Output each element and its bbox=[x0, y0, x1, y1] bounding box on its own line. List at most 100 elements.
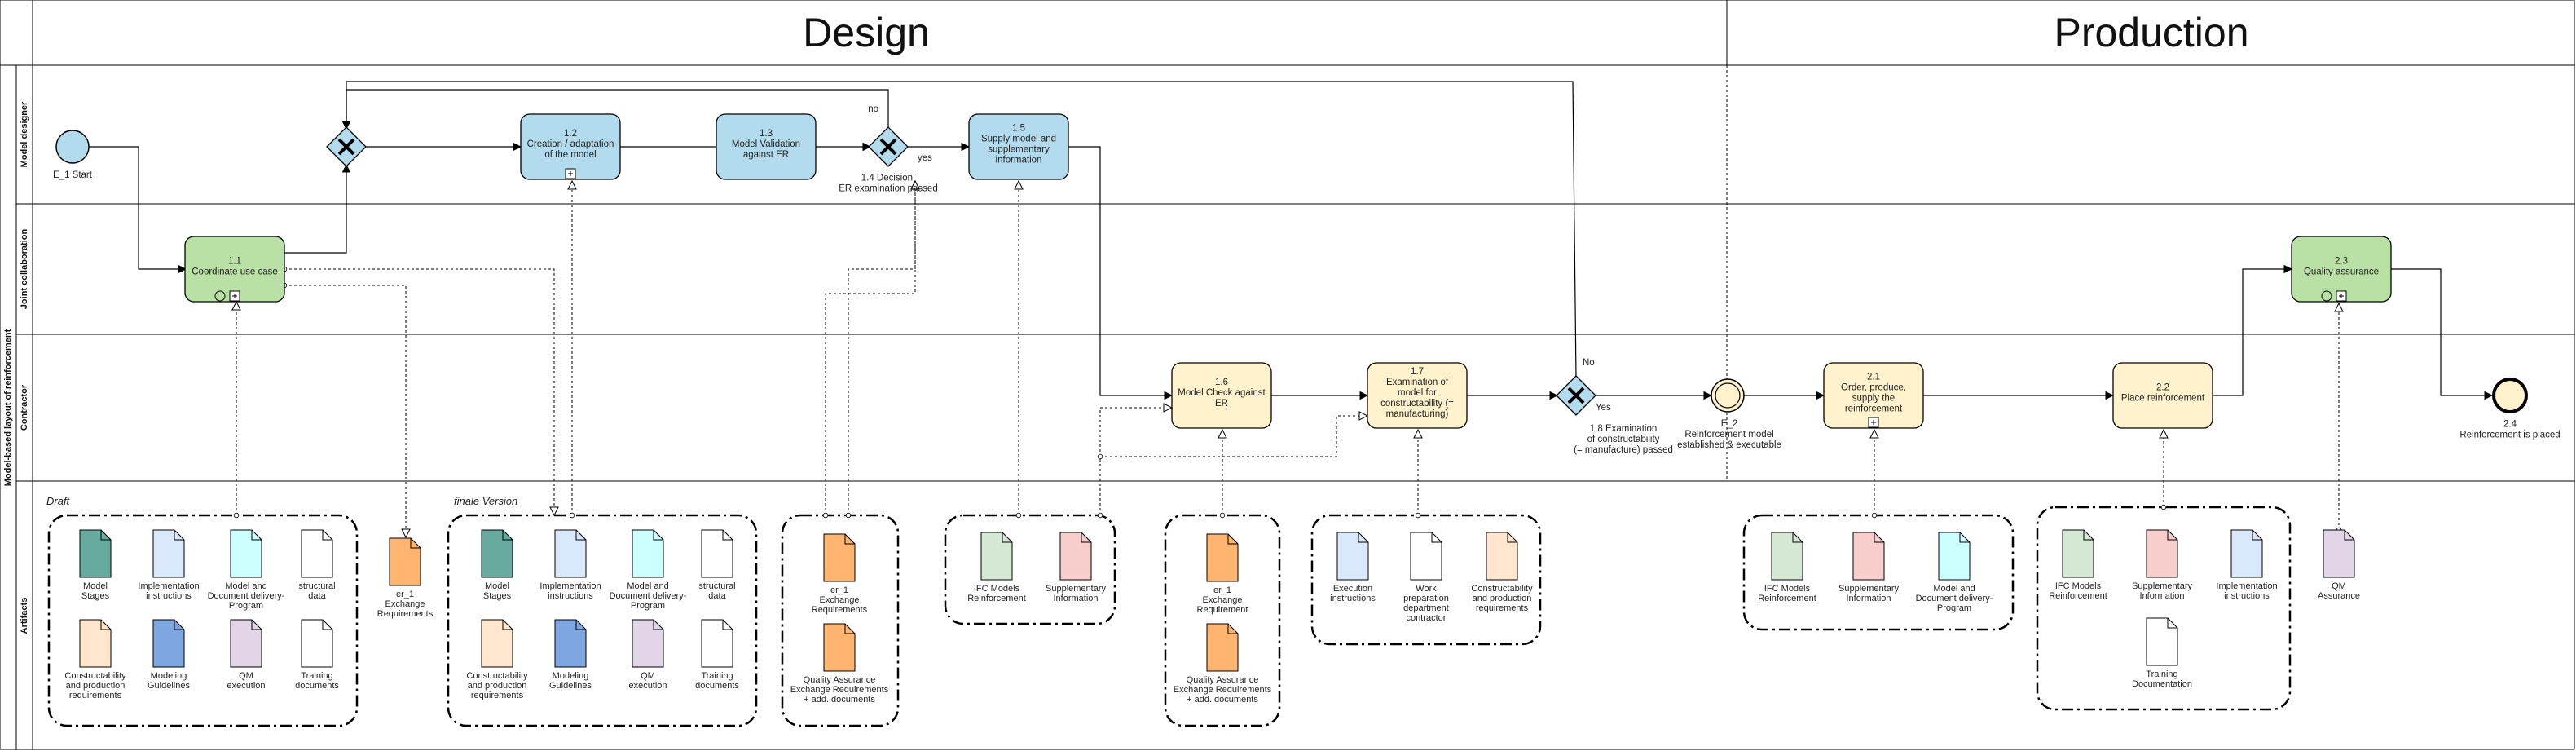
document-label-line: Implementation bbox=[539, 581, 601, 591]
document-label-line: Assurance bbox=[2318, 591, 2360, 601]
document-label-line: Information bbox=[1846, 594, 1891, 603]
document-icon bbox=[389, 537, 421, 586]
intermediate-event-label-line: Reinforcement model bbox=[1684, 430, 1773, 440]
document-label-line: Requirement bbox=[1197, 605, 1248, 615]
document-label-line: Supplementary bbox=[2132, 581, 2192, 591]
document-fold bbox=[1507, 532, 1517, 543]
document-label-line: and production bbox=[66, 681, 125, 691]
task-box bbox=[1823, 362, 1924, 429]
task-label-line: Coordinate use case bbox=[192, 267, 277, 277]
plus-icon bbox=[232, 294, 237, 298]
document-icon bbox=[301, 619, 333, 668]
document-fold bbox=[653, 530, 663, 541]
document-label-line: and production bbox=[1473, 594, 1532, 603]
start-event-circle bbox=[55, 130, 90, 164]
document-label-line: Document delivery- bbox=[1916, 594, 1993, 603]
document-icon bbox=[1336, 532, 1369, 581]
document-icon bbox=[554, 529, 587, 578]
document-label-line: Information bbox=[1053, 594, 1098, 603]
gateway-label-line: 1.8 Examination bbox=[1590, 424, 1657, 434]
flow-1-1-to-merge bbox=[284, 163, 351, 254]
document-icon bbox=[1486, 532, 1518, 581]
data-associations bbox=[236, 181, 2339, 537]
document-label-line: Document delivery- bbox=[208, 591, 285, 601]
task-label-line: 1.3 bbox=[760, 129, 773, 139]
task-label-line: Creation / adaptation bbox=[527, 139, 614, 149]
document-label-line: Quality Assurance bbox=[1187, 675, 1259, 685]
document-icon bbox=[1206, 533, 1239, 582]
document-label-line: + add. documents bbox=[804, 695, 875, 705]
document-label-line: QM bbox=[239, 671, 253, 681]
task-label-line: 1.5 bbox=[1012, 124, 1025, 134]
plus-icon bbox=[2339, 294, 2344, 298]
task-label-line: Model Validation bbox=[732, 139, 800, 149]
loop-marker bbox=[2321, 290, 2332, 302]
document-label-line: execution bbox=[628, 681, 667, 691]
document-label-line: instructions bbox=[2224, 591, 2270, 601]
document-label-line: Modeling bbox=[553, 671, 589, 681]
document-label-line: requirements bbox=[471, 691, 524, 700]
document-icon bbox=[823, 623, 856, 672]
document-icon bbox=[152, 619, 185, 668]
document-fold bbox=[1874, 532, 1884, 543]
exclusive-icon bbox=[879, 138, 897, 156]
document-label-line: Quality Assurance bbox=[804, 675, 876, 685]
document-label-line: Implementation bbox=[138, 581, 199, 591]
task-box bbox=[184, 236, 285, 303]
task-box bbox=[2291, 236, 2392, 303]
document-icon bbox=[632, 619, 664, 668]
task-label-line: Model Check against bbox=[1178, 388, 1266, 398]
document-label-line: Stages bbox=[483, 591, 512, 601]
document-label-line: Information bbox=[2139, 591, 2184, 601]
task-label-line: information bbox=[996, 156, 1042, 166]
task-label-line: Order, produce, bbox=[1841, 383, 1906, 393]
document-icon bbox=[823, 533, 856, 582]
document-fold bbox=[1002, 532, 1012, 543]
document-icon bbox=[701, 529, 733, 578]
document-icon bbox=[2146, 529, 2178, 578]
document-fold bbox=[502, 620, 513, 630]
document-label-line: Guidelines bbox=[148, 681, 190, 691]
document-icon bbox=[2146, 617, 2178, 666]
flow-1-5-to-1-6 bbox=[1068, 146, 1174, 400]
task-label-line: manufacturing) bbox=[1386, 409, 1449, 419]
end-event-circle bbox=[2492, 378, 2528, 413]
document-icon bbox=[79, 619, 112, 668]
artifact-group bbox=[447, 514, 758, 727]
lane-label: Model designer bbox=[20, 101, 29, 167]
data-association bbox=[826, 181, 915, 515]
intermediate-event-label-line: established & executable bbox=[1677, 440, 1781, 450]
task-label-line: 1.1 bbox=[228, 257, 241, 267]
document-label-line: er_1 bbox=[1213, 585, 1231, 595]
intermediate-event-inner bbox=[1715, 382, 1741, 409]
document-label-line: Execution bbox=[1333, 584, 1372, 594]
gateway-label: 1.4 Decision:ER examination passed bbox=[839, 174, 937, 194]
document-fold bbox=[100, 620, 111, 630]
gateway-label-line: of constructability bbox=[1587, 435, 1660, 444]
document-label-line: Program bbox=[229, 601, 263, 611]
task-box bbox=[2112, 362, 2213, 429]
document-label-line: Work bbox=[1416, 584, 1437, 594]
end-event-label-line: Reinforcement is placed bbox=[2459, 431, 2560, 440]
